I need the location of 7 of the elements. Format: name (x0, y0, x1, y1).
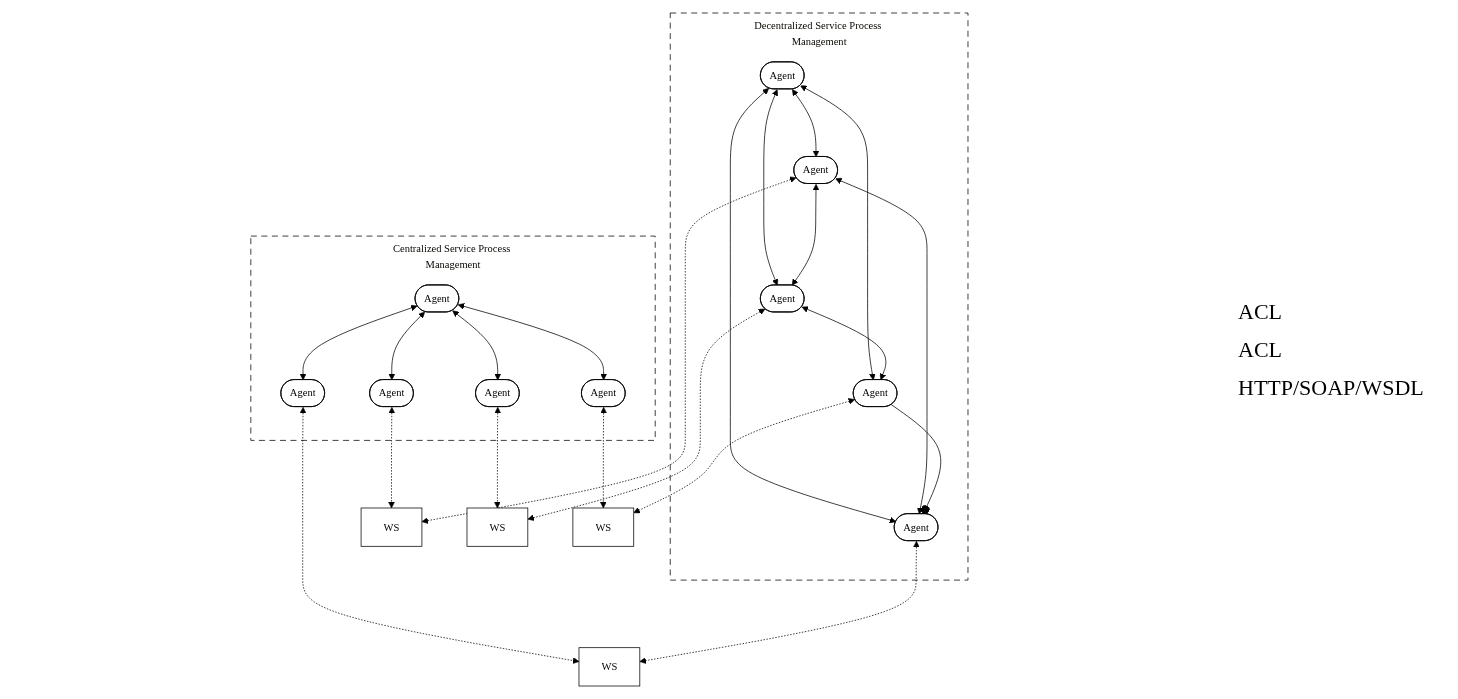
node-box: WS (578, 647, 640, 687)
node-box: WS (360, 507, 422, 547)
node-box: WS (466, 507, 528, 547)
protocol-label: HTTP/SOAP/WSDL (1238, 374, 1425, 401)
protocol-label: ACL (1238, 336, 1283, 363)
protocol-label: ACL (1238, 298, 1283, 325)
node-box: WS (572, 507, 634, 547)
